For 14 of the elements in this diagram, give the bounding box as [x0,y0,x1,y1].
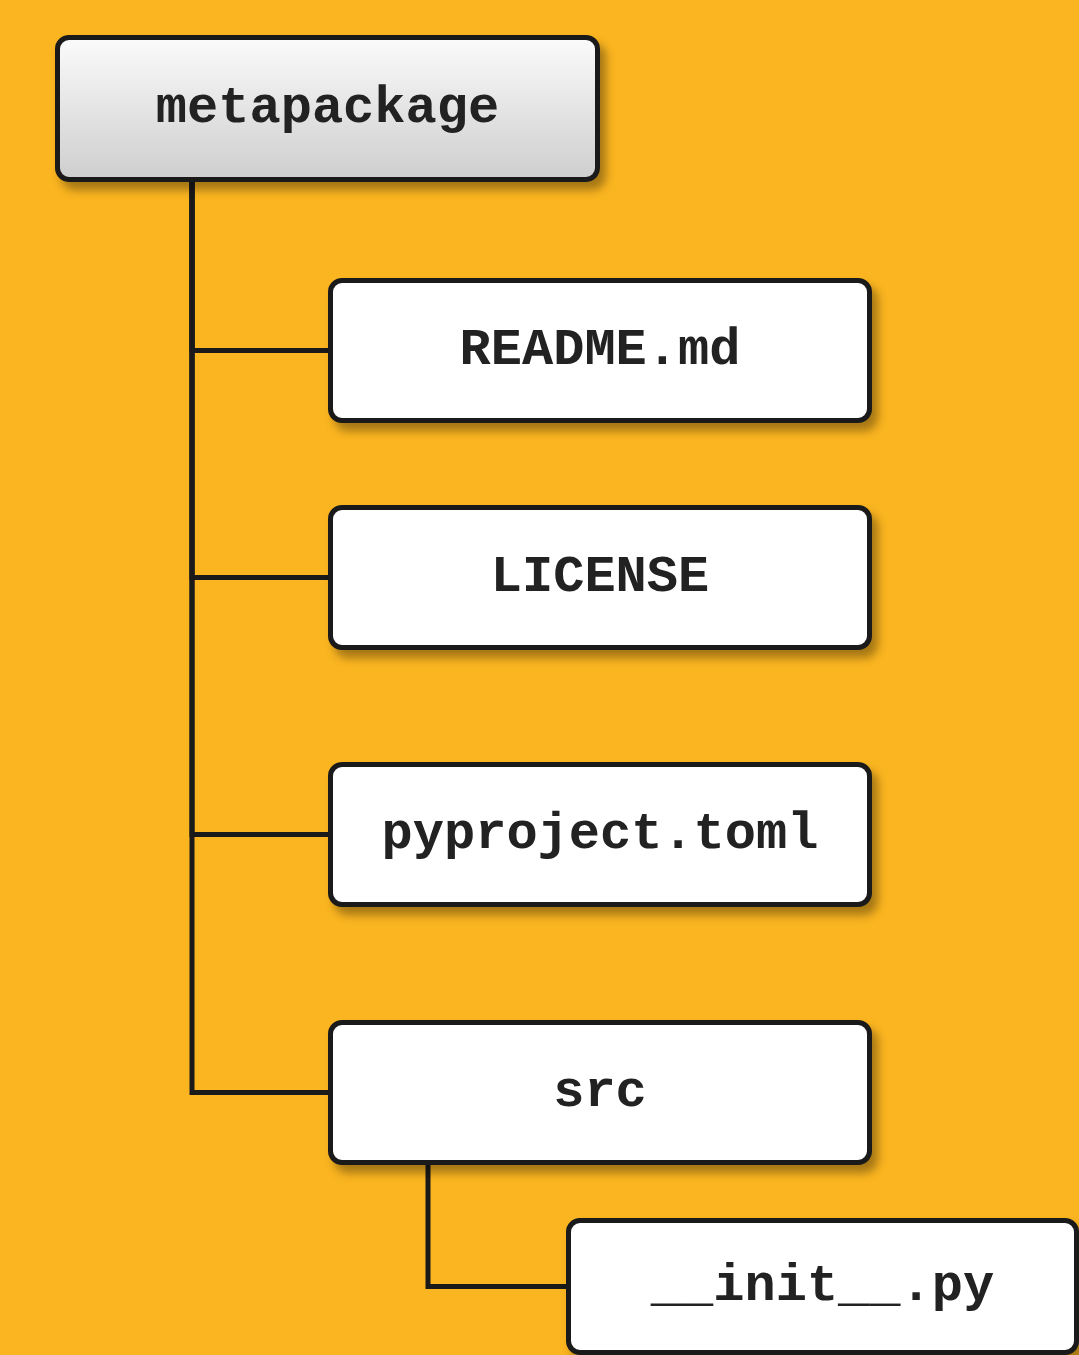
file-box [328,762,872,907]
file-name: LICENSE [490,548,710,607]
root-folder-box [55,35,600,182]
file-name: __init__.py [650,1257,995,1316]
file-box [328,278,872,423]
file-name: metapackage [155,79,500,138]
connector-line [425,1165,566,1289]
file-box [328,1020,872,1165]
file-name: pyproject.toml [381,805,819,864]
file-name: README.md [459,321,741,380]
connector-line [189,182,328,1095]
file-box [328,505,872,650]
file-name: src [553,1063,647,1122]
file-box [566,1218,1079,1355]
